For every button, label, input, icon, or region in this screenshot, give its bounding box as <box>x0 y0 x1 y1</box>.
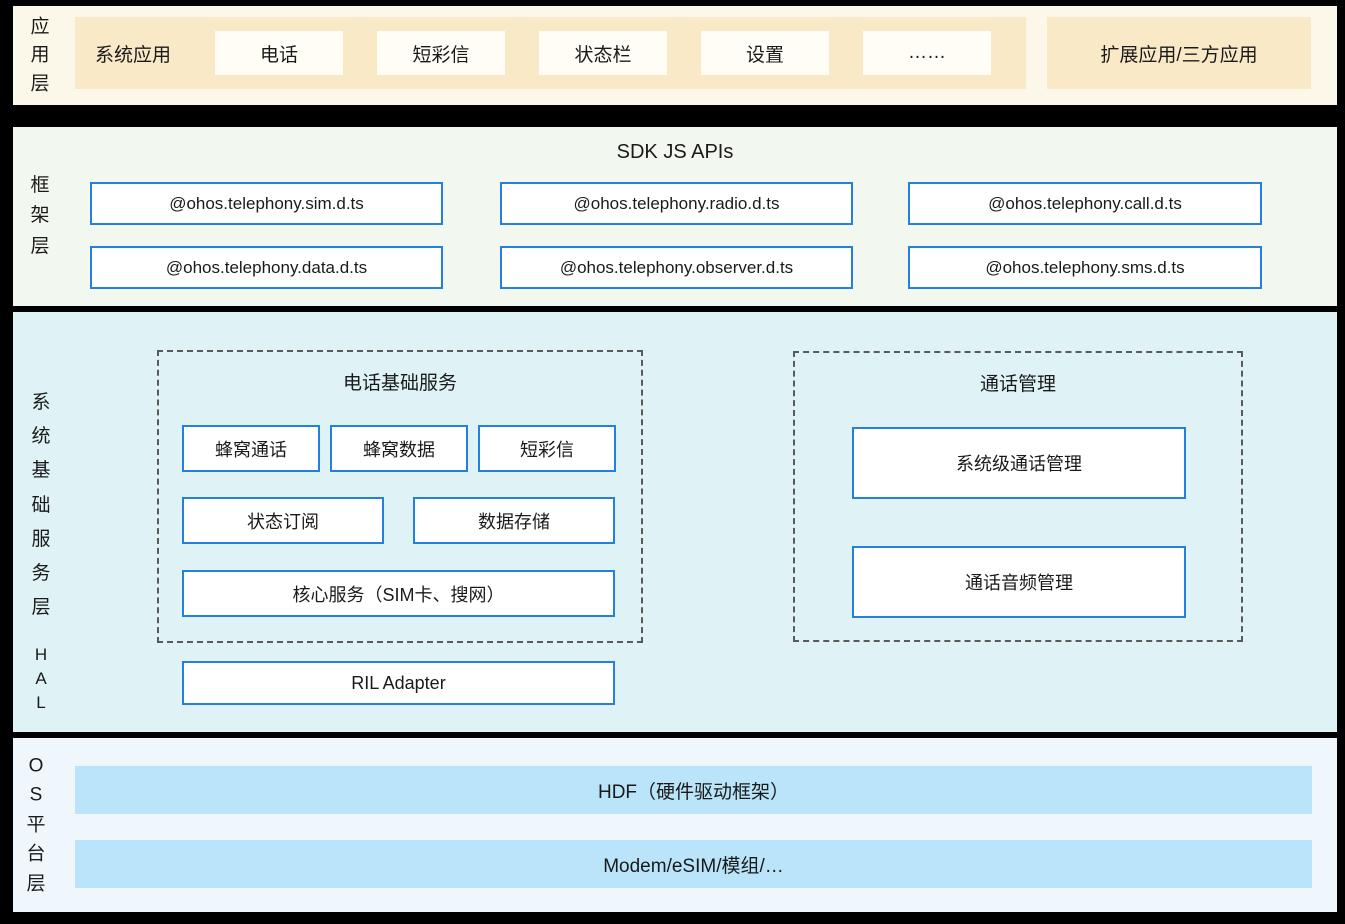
system-apps-band: 系统应用 电话 短彩信 状态栏 设置 …… <box>75 17 1026 89</box>
os-platform-layer: OS平台层 HDF（硬件驱动框架） Modem/eSIM/模组/… <box>13 738 1337 912</box>
app-chip-phone: 电话 <box>215 31 343 75</box>
api-box-observer: @ohos.telephony.observer.d.ts <box>500 246 853 289</box>
api-box-call: @ohos.telephony.call.d.ts <box>908 182 1262 225</box>
sms-mms-box: 短彩信 <box>478 425 616 472</box>
app-chip-settings: 设置 <box>701 31 829 75</box>
state-subscription-box: 状态订阅 <box>182 497 384 544</box>
system-basic-services-layer: 系统基础服务层 HAL 电话基础服务 蜂窝通话 蜂窝数据 短彩信 状态订阅 数据… <box>13 312 1337 732</box>
cellular-data-box: 蜂窝数据 <box>330 425 468 472</box>
framework-layer: 框架层 SDK JS APIs @ohos.telephony.sim.d.ts… <box>13 127 1337 306</box>
app-chip-sms-mms: 短彩信 <box>377 31 505 75</box>
application-layer-label: 应用层 <box>23 13 57 99</box>
call-management-title: 通话管理 <box>795 369 1241 396</box>
api-box-sim: @ohos.telephony.sim.d.ts <box>90 182 443 225</box>
system-level-call-management-box: 系统级通话管理 <box>852 427 1186 499</box>
sdk-js-apis-title: SDK JS APIs <box>13 141 1337 164</box>
application-layer: 应用层 系统应用 电话 短彩信 状态栏 设置 …… 扩展应用/三方应用 <box>13 6 1337 105</box>
call-audio-management-box: 通话音频管理 <box>852 546 1186 618</box>
app-chip-status-bar: 状态栏 <box>539 31 667 75</box>
modem-esim-module-bar: Modem/eSIM/模组/… <box>75 840 1312 888</box>
app-chip-ellipsis: …… <box>863 31 991 75</box>
api-box-sms: @ohos.telephony.sms.d.ts <box>908 246 1262 289</box>
system-apps-label: 系统应用 <box>95 40 215 67</box>
api-box-data: @ohos.telephony.data.d.ts <box>90 246 443 289</box>
os-platform-layer-label: OS平台层 <box>23 751 49 898</box>
extension-third-party-apps-box: 扩展应用/三方应用 <box>1047 17 1311 89</box>
telephony-basic-services-title: 电话基础服务 <box>159 368 641 395</box>
system-basic-services-layer-label: 系统基础服务层 <box>29 386 53 625</box>
api-box-radio: @ohos.telephony.radio.d.ts <box>500 182 853 225</box>
telephony-basic-services-group: 电话基础服务 蜂窝通话 蜂窝数据 短彩信 状态订阅 数据存储 核心服务（SIM卡… <box>157 350 643 643</box>
system-layer-labels: 系统基础服务层 HAL <box>23 386 59 715</box>
core-service-box: 核心服务（SIM卡、搜网） <box>182 570 615 617</box>
data-storage-box: 数据存储 <box>413 497 615 544</box>
cellular-call-box: 蜂窝通话 <box>182 425 320 472</box>
ril-adapter-box: RIL Adapter <box>182 661 615 705</box>
framework-layer-label: 框架层 <box>23 170 57 262</box>
call-management-group: 通话管理 系统级通话管理 通话音频管理 <box>793 351 1243 642</box>
hdf-bar: HDF（硬件驱动框架） <box>75 766 1312 814</box>
hal-label: HAL <box>33 643 49 714</box>
